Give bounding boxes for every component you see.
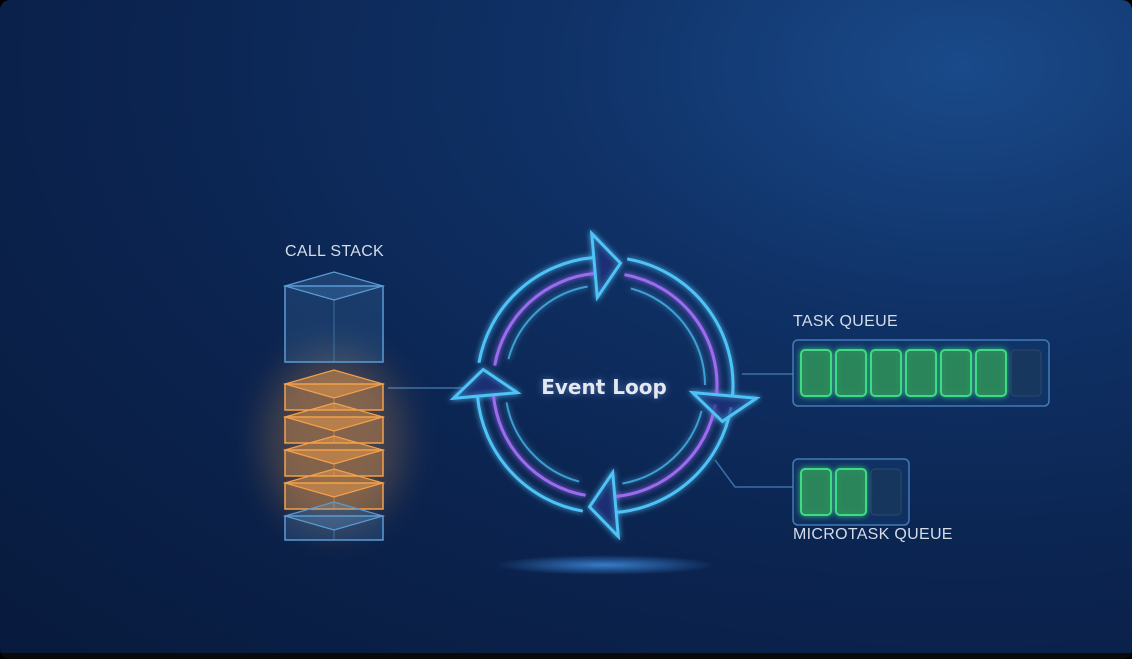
loop-arc-inner bbox=[624, 273, 719, 395]
call-stack-label: CALL STACK bbox=[285, 243, 385, 260]
call-stack-graphic bbox=[264, 271, 404, 541]
loop-arc-inner bbox=[491, 394, 586, 497]
microtask-queue-box bbox=[792, 458, 910, 526]
stack-frame-active bbox=[282, 369, 386, 411]
event-loop-title: Event Loop bbox=[541, 375, 667, 399]
microtask-queue-item-empty bbox=[870, 468, 902, 516]
stack-frame-active bbox=[282, 468, 386, 510]
microtask-queue-item-filled bbox=[835, 468, 867, 516]
task-queue-item-filled bbox=[835, 349, 867, 397]
loop-arc-core bbox=[507, 285, 588, 360]
loop-arc-outer bbox=[477, 255, 594, 364]
loop-arrowhead-icon bbox=[589, 229, 623, 302]
floor-glow bbox=[495, 555, 715, 575]
microtask-queue-label: MICROTASK QUEUE bbox=[793, 526, 953, 543]
loop-arc-core bbox=[505, 402, 580, 483]
stack-frame-active bbox=[282, 435, 386, 477]
loop-arc-core bbox=[622, 410, 703, 485]
task-queue-label: TASK QUEUE bbox=[793, 313, 898, 330]
loop-arrowhead-icon bbox=[449, 367, 522, 401]
task-queue-item-filled bbox=[870, 349, 902, 397]
loop-arc-inner bbox=[493, 271, 596, 366]
loop-arc-outer bbox=[475, 396, 584, 513]
stack-frame-active bbox=[282, 402, 386, 444]
loop-arc-outer bbox=[616, 406, 733, 515]
loop-arc-core bbox=[630, 287, 706, 386]
task-queue-box bbox=[792, 339, 1050, 407]
task-queue-item-filled bbox=[800, 349, 832, 397]
loop-arc-outer bbox=[626, 257, 735, 397]
stack-frame-base bbox=[282, 501, 386, 541]
event-loop-ring bbox=[449, 229, 761, 541]
task-queue-item-filled bbox=[975, 349, 1007, 397]
microtask-connector bbox=[714, 459, 793, 488]
task-queue-item-empty bbox=[1010, 349, 1042, 397]
task-queue-item-filled bbox=[940, 349, 972, 397]
loop-arrowhead-icon bbox=[587, 468, 621, 541]
stack-frame-empty bbox=[282, 271, 386, 363]
loop-arc-inner bbox=[614, 404, 717, 499]
loop-arrowhead-icon bbox=[688, 390, 761, 424]
task-queue-item-filled bbox=[905, 349, 937, 397]
microtask-queue-item-filled bbox=[800, 468, 832, 516]
